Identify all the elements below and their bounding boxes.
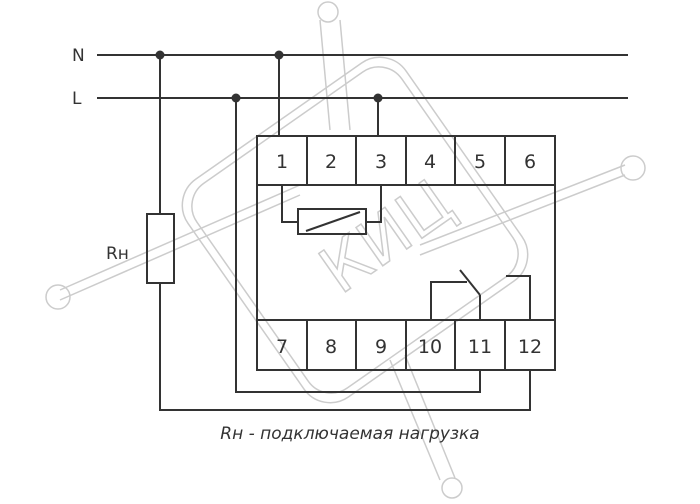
watermark-line: [319, 19, 331, 131]
terminal-11-label: 11: [468, 336, 492, 358]
terminal-4-label: 4: [424, 151, 436, 173]
relay-device: [256, 135, 556, 371]
terminal-1-label: 1: [276, 151, 288, 173]
watermark-circle: [45, 284, 71, 310]
watermark-line: [339, 19, 351, 131]
coil-wire-right: [366, 185, 382, 223]
junctions: [155, 50, 383, 103]
relay-internals: [281, 185, 531, 320]
load-label: Rн: [106, 244, 129, 264]
coil-slash: [305, 211, 361, 232]
external-wiring: [146, 55, 531, 411]
terminal-2-label: 2: [325, 151, 337, 173]
watermark-text: КИЦ: [307, 166, 467, 309]
terminal-7-label: 7: [276, 336, 288, 358]
watermark-circle: [441, 477, 463, 499]
wire-load-to-terminal-12: [159, 283, 531, 411]
terminal-12-label: 12: [518, 336, 542, 358]
contact-nc-wire: [430, 281, 467, 320]
watermark-line: [419, 164, 626, 246]
wire-l-to-terminal-11: [235, 98, 481, 393]
watermark-circle: [317, 1, 339, 23]
watermark-circle: [620, 155, 646, 181]
contact-switch-blade: [459, 269, 481, 296]
live-line-label: L: [72, 89, 82, 109]
terminal-6-label: 6: [524, 151, 536, 173]
terminal-labels: 1 2 3 4 5 6 7 8 9 10 11 12: [276, 151, 542, 358]
neutral-line-label: N: [72, 46, 85, 66]
diagram-caption: Rн - подключаемая нагрузка: [220, 424, 480, 444]
contact-no-wire: [506, 275, 531, 320]
watermark-line: [389, 359, 441, 481]
terminal-10-label: 10: [418, 336, 442, 358]
watermark-line: [59, 194, 301, 301]
watermark-line: [59, 184, 301, 291]
watermark-line: [404, 354, 456, 479]
watermark-frame: [191, 66, 519, 394]
terminal-3-label: 3: [375, 151, 387, 173]
relay-coil: [297, 208, 367, 235]
power-lines: [97, 54, 628, 99]
watermark-line: [419, 174, 626, 256]
terminal-5-label: 5: [474, 151, 486, 173]
terminal-8-label: 8: [325, 336, 337, 358]
coil-wire-left: [281, 185, 298, 223]
terminal-9-label: 9: [375, 336, 387, 358]
load-resistor: [146, 213, 175, 284]
